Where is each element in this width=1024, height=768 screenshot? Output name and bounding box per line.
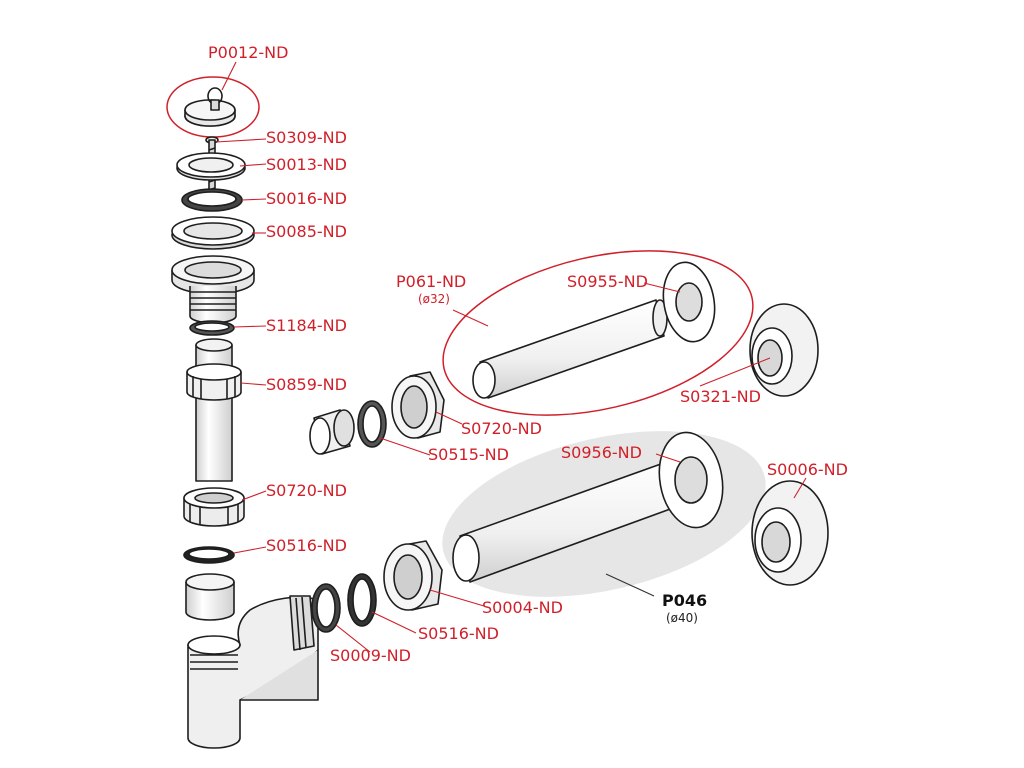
- label-s0004: S0004-ND: [482, 598, 563, 617]
- p061-group-outline: [442, 250, 754, 416]
- label-s0516-left: S0516-ND: [266, 536, 347, 555]
- label-s0309: S0309-ND: [266, 128, 347, 147]
- label-s0955: S0955-ND: [567, 272, 648, 291]
- label-s0321: S0321-ND: [680, 387, 761, 406]
- rosette-cup-part: [749, 303, 819, 397]
- leader-lines: [215, 61, 807, 653]
- strainer-body-part: [171, 255, 255, 324]
- label-s0516-bottom: S0516-ND: [418, 624, 499, 643]
- label-s0013: S0013-ND: [266, 155, 347, 174]
- label-p046: P046: [662, 591, 708, 610]
- rosette-flat-part: [662, 261, 716, 343]
- label-s0006: S0006-ND: [767, 460, 848, 479]
- pipe-32-part: [472, 299, 668, 399]
- label-s0859: S0859-ND: [266, 375, 347, 394]
- label-s0720-mid: S0720-ND: [461, 419, 542, 438]
- pipe-adapter-part: [309, 409, 355, 455]
- rosette-cup-part: [751, 480, 829, 586]
- seal-ring-part: [181, 188, 243, 212]
- union-nut-part: [383, 540, 443, 611]
- label-s0515: S0515-ND: [428, 445, 509, 464]
- label-p0012: P0012-ND: [208, 43, 289, 62]
- ring-part: [311, 583, 341, 633]
- label-s0085: S0085-ND: [266, 222, 347, 241]
- label-p061: P061-ND: [396, 272, 467, 291]
- label-p061-diameter: (ø32): [418, 292, 450, 306]
- gasket-part: [171, 216, 255, 250]
- o-ring-part: [189, 320, 235, 336]
- stopper-part: [184, 87, 236, 127]
- ring-seal-part: [357, 400, 387, 448]
- grate-part: [176, 152, 246, 181]
- label-p046-diameter: (ø40): [666, 611, 698, 625]
- label-s0016: S0016-ND: [266, 189, 347, 208]
- union-nut-part: [391, 371, 445, 439]
- label-s0009: S0009-ND: [330, 646, 411, 665]
- label-s0720-left: S0720-ND: [266, 481, 347, 500]
- adapter-part: [185, 573, 235, 621]
- vertical-tube-part: [186, 338, 242, 482]
- union-nut-part: [183, 487, 245, 527]
- siphon-bottle-part: [187, 595, 319, 749]
- ring-seal-part: [183, 546, 235, 564]
- ring-seal-part: [347, 573, 377, 627]
- label-s1184: S1184-ND: [266, 316, 347, 335]
- rosette-flat-part: [658, 431, 724, 529]
- label-s0956: S0956-ND: [561, 443, 642, 462]
